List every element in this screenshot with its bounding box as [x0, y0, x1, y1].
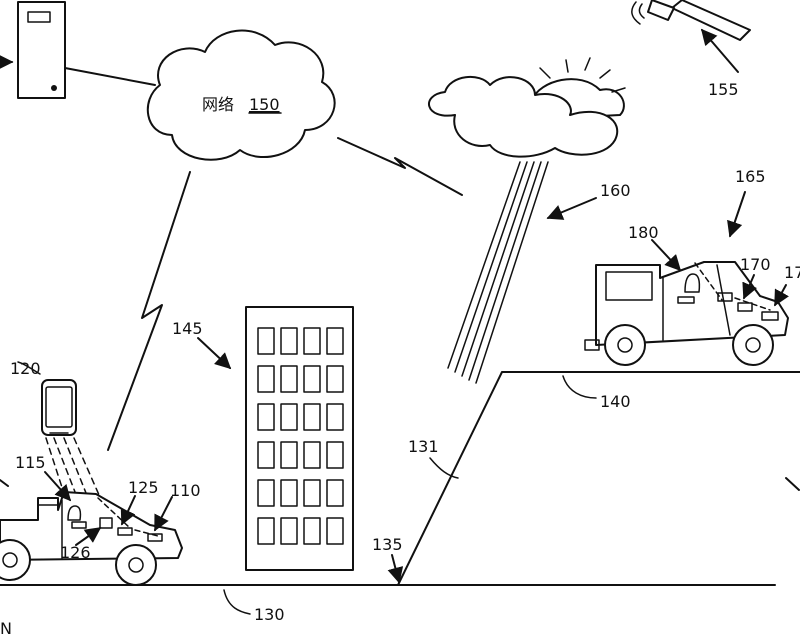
satellite: 155: [631, 0, 751, 99]
weather-cloud-sun: 160: [428, 57, 631, 384]
label-135: 135: [372, 535, 403, 554]
label-140: 140: [600, 392, 631, 411]
building-window: [280, 441, 298, 469]
rain-lines: [447, 161, 549, 384]
network-label: 网络: [202, 95, 234, 114]
building-window: [326, 441, 344, 469]
building-window: [280, 403, 298, 431]
network-cloud: 网络 150: [146, 29, 336, 161]
building-window: [257, 479, 275, 507]
building-window: [280, 365, 298, 393]
building-window: [257, 365, 275, 393]
building-window: [303, 479, 321, 507]
building-window: [257, 403, 275, 431]
building: 145: [172, 306, 354, 571]
building-window: [303, 403, 321, 431]
label-170: 170: [740, 255, 771, 274]
label-155: 155: [708, 80, 739, 99]
building-window: [303, 365, 321, 393]
building-window: [326, 365, 344, 393]
label-120: 120: [10, 359, 41, 378]
leader-130: [223, 589, 251, 615]
edge-arrow: [785, 477, 800, 491]
building-window: [257, 327, 275, 355]
building-window: [280, 479, 298, 507]
vehicle-truck-right: 165 180 170 17: [584, 167, 800, 366]
building-window: [303, 517, 321, 545]
mobile-phone: 120: [10, 359, 111, 521]
leader-140: [562, 375, 597, 399]
edge-letter: N: [0, 619, 12, 634]
label-115: 115: [15, 453, 46, 472]
vehicle-truck-left: 115 126 125 110: [0, 453, 201, 586]
label-131: 131: [408, 437, 439, 456]
wireless-link-cloud-weather: [337, 137, 463, 196]
building-window: [257, 441, 275, 469]
label-110: 110: [170, 481, 201, 500]
leader-131: [429, 457, 459, 479]
label-125: 125: [128, 478, 159, 497]
building-window: [326, 479, 344, 507]
label-130: 130: [254, 605, 285, 624]
label-175: 17: [784, 263, 800, 282]
building-window: [303, 441, 321, 469]
server-network-link: [64, 67, 156, 86]
label-160: 160: [600, 181, 631, 200]
server-computer: [0, 1, 66, 99]
building-window: [280, 327, 298, 355]
wireless-link-cloud-vehicle: [107, 171, 191, 451]
building-window: [326, 517, 344, 545]
label-145: 145: [172, 319, 203, 338]
label-126: 126: [60, 543, 91, 562]
ramp-road: [397, 371, 800, 586]
label-165: 165: [735, 167, 766, 186]
network-ref: 150: [249, 95, 280, 114]
building-window: [326, 403, 344, 431]
label-180: 180: [628, 223, 659, 242]
building-window: [280, 517, 298, 545]
building-window: [303, 327, 321, 355]
building-window: [257, 517, 275, 545]
building-window: [326, 327, 344, 355]
